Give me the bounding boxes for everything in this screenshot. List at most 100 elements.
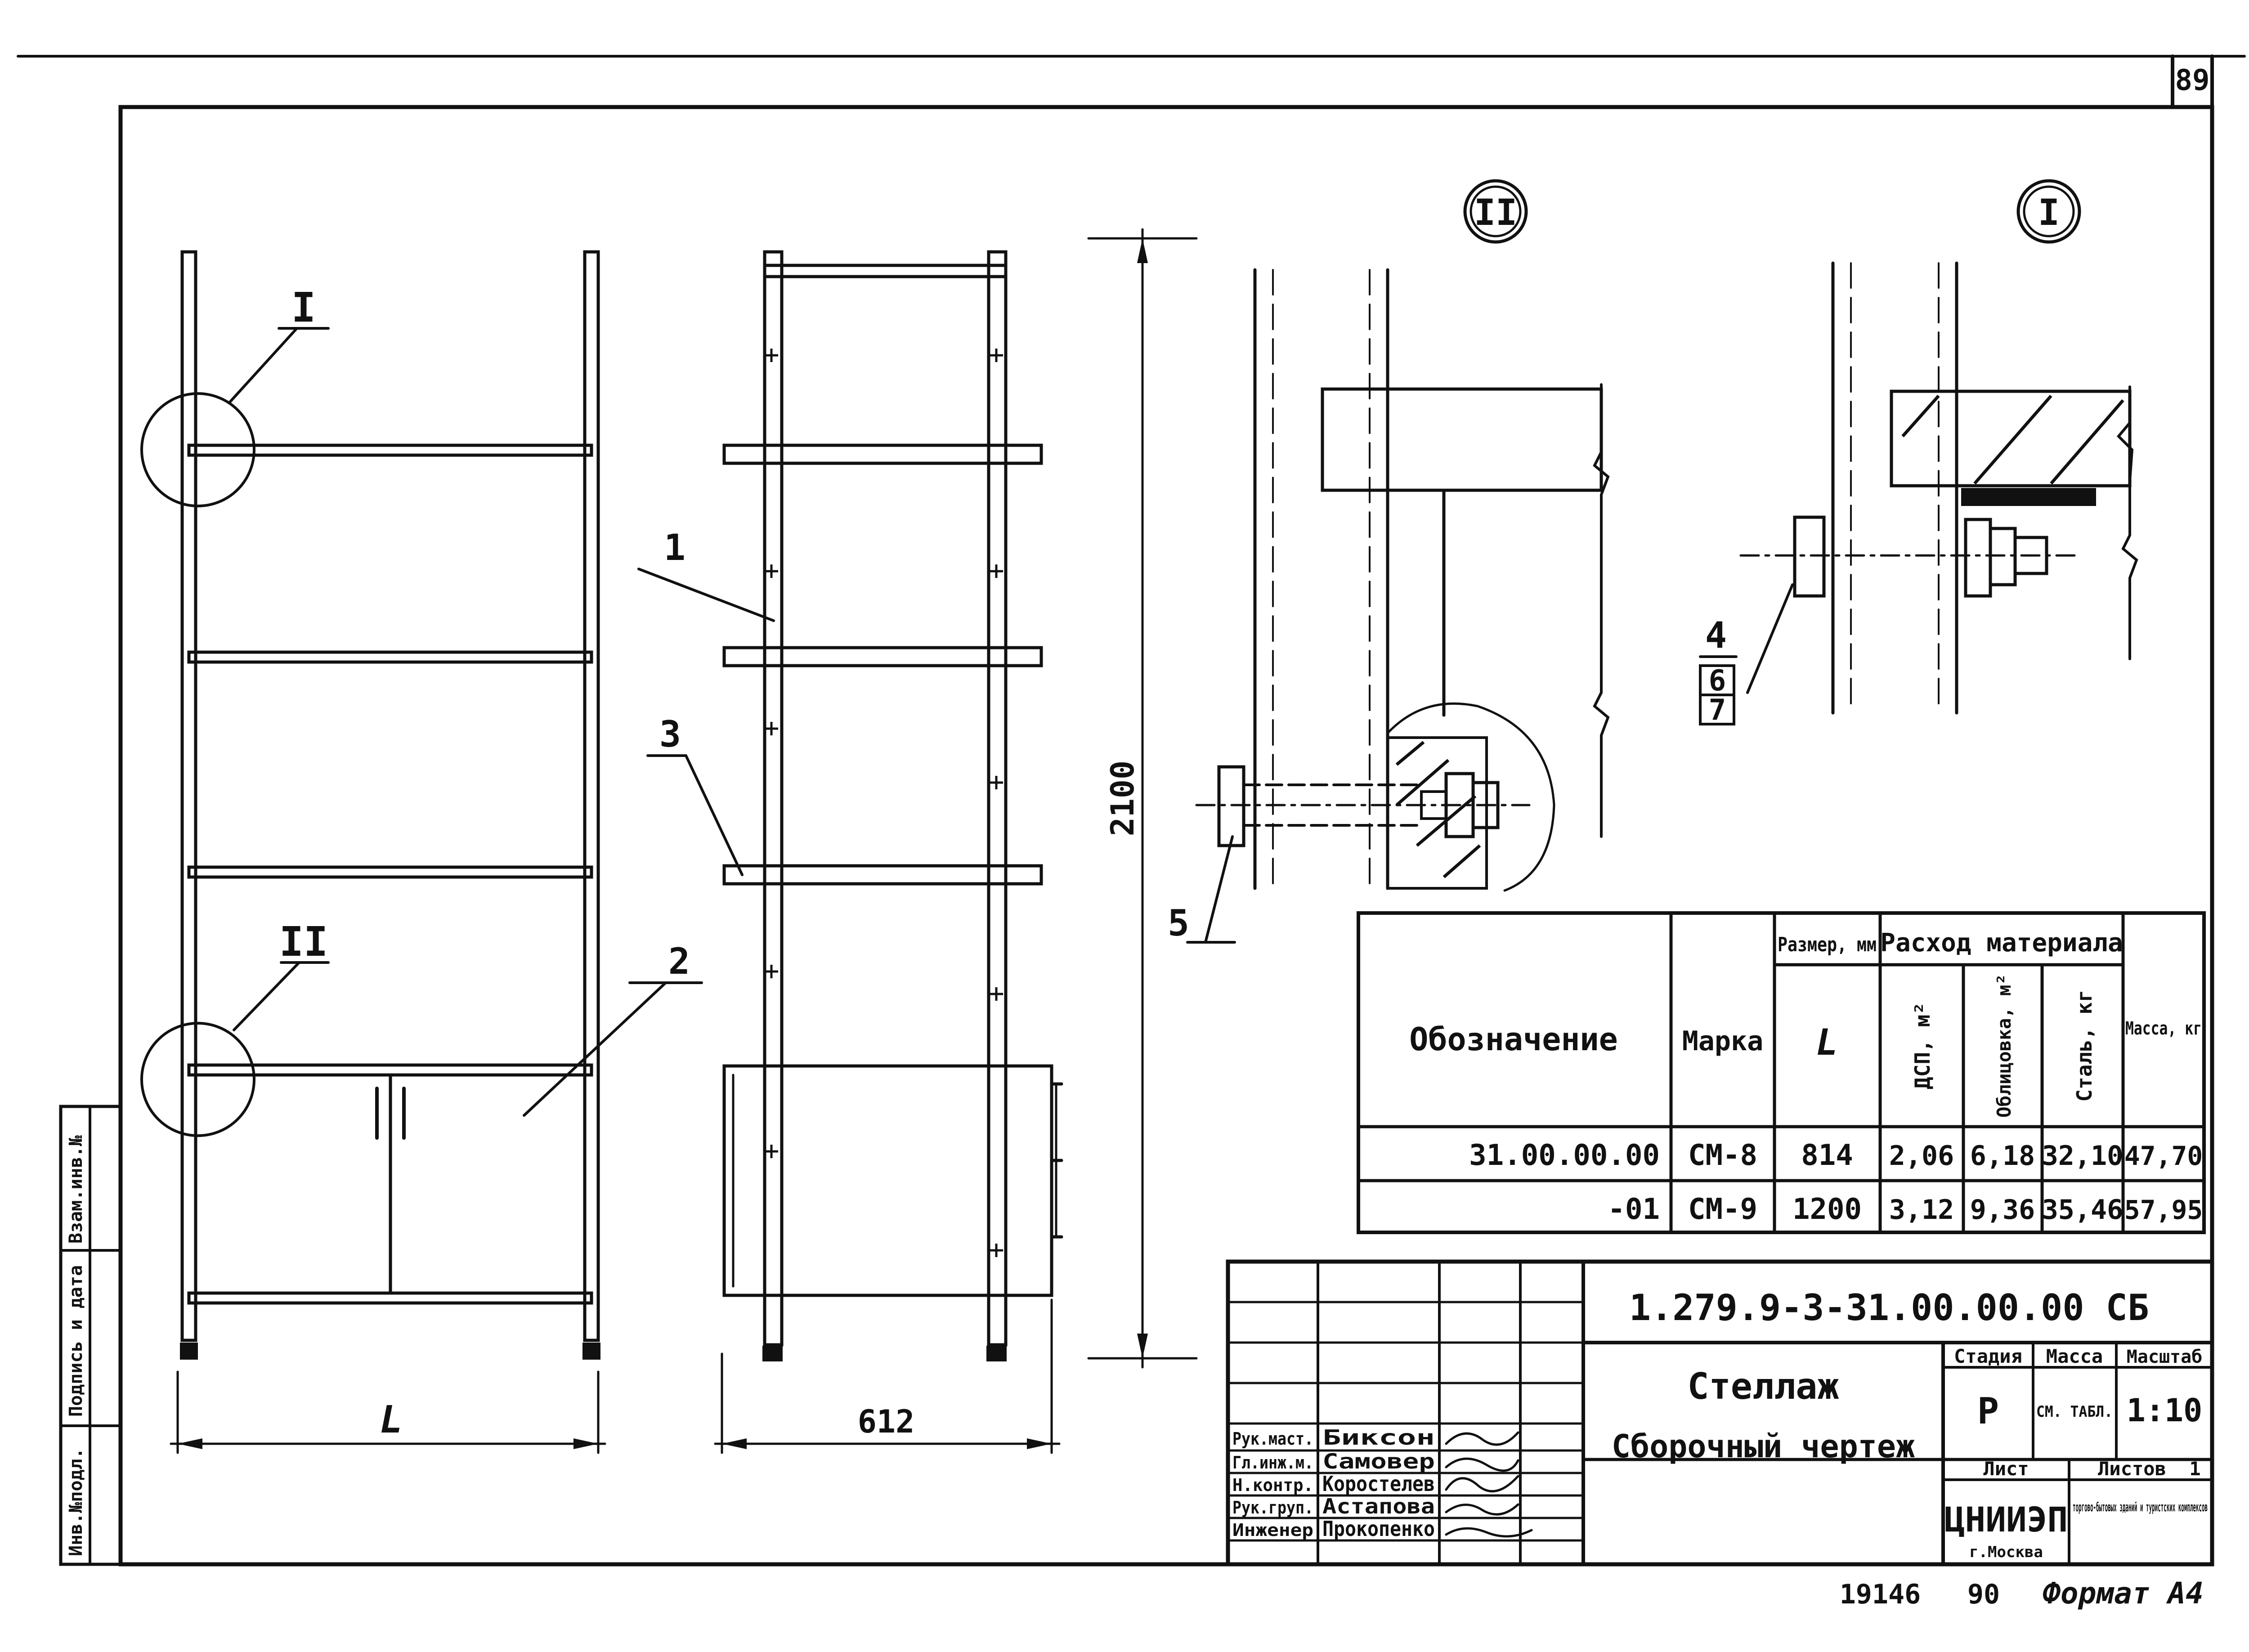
svg-text:Астапова: Астапова [1322, 1494, 1435, 1518]
callout-II-label: II [279, 918, 328, 966]
svg-text:Гл.инж.м.: Гл.инж.м. [1232, 1453, 1313, 1473]
svg-text:Рук.груп.: Рук.груп. [1232, 1498, 1313, 1518]
signature-row: Гл.инж.м. Самовер [1232, 1449, 1519, 1473]
stage-label: Стадия [1954, 1345, 2022, 1367]
copy-number: 19146 [1840, 1579, 1921, 1610]
pos-1-label: 1 [664, 527, 685, 569]
hdr-consumption: Расход материала [1880, 928, 2123, 958]
stamp-inv-orig: Инв.№подл. [66, 1448, 86, 1556]
pos-5-label: 5 [1168, 902, 1189, 944]
svg-text:Биксон: Биксон [1322, 1425, 1435, 1450]
detail-I: I 4 6 7 [1699, 179, 2138, 727]
svg-text:31.00.00.00: 31.00.00.00 [1469, 1139, 1660, 1172]
hdr-mass: Масса, кг [2125, 1018, 2202, 1039]
left-post [180, 250, 197, 1342]
svg-text:Коростелев: Коростелев [1322, 1472, 1435, 1496]
svg-text:1200: 1200 [1792, 1193, 1862, 1226]
pos-2-label: 2 [668, 940, 690, 982]
signature-row: Н.контр. Коростелев [1232, 1472, 1519, 1496]
svg-text:3,12: 3,12 [1889, 1194, 1954, 1226]
sheet-format: Формат А4 [2043, 1576, 2204, 1611]
title-block: 1.279.9-3-31.00.00.00 СБ Стеллаж Сборочн… [1226, 1259, 2214, 1567]
foot [180, 1343, 198, 1360]
hdr-size-sub: L [1816, 1021, 1838, 1063]
signature-row: Рук.груп. Астапова [1232, 1494, 1519, 1518]
base-cabinet [722, 1064, 1053, 1297]
side-post-front [763, 250, 784, 1347]
table-row: -01 СМ-9 1200 3,12 9,36 35,46 57,95 [1608, 1193, 2203, 1226]
svg-text:35,46: 35,46 [2042, 1194, 2124, 1226]
shelf [187, 650, 593, 664]
pos-3-label: 3 [659, 713, 681, 755]
svg-text:СМ-9: СМ-9 [1688, 1193, 1757, 1226]
hdr-facing: Облицовка, м² [1993, 974, 2015, 1118]
svg-text:2,06: 2,06 [1889, 1140, 1954, 1172]
right-post [583, 250, 600, 1342]
side-view: 1 3 612 2100 [637, 228, 1198, 1454]
dim-612: 612 [858, 1403, 914, 1440]
svg-text:СМ-8: СМ-8 [1688, 1139, 1757, 1172]
mass-value: СМ. ТАБЛ. [2036, 1403, 2113, 1421]
hdr-size: Размер, мм [1778, 933, 1877, 956]
org-dept: торгово-бытовых зданий и туристских комп… [2073, 1500, 2208, 1514]
table-row: 31.00.00.00 СМ-8 814 2,06 6,18 32,10 47,… [1469, 1139, 2203, 1172]
side-stamp: Инв.№подл. Подпись и дата Взам.инв.№ [59, 1105, 122, 1566]
spec-table: Обозначение Марка Размер, мм L Расход ма… [1357, 911, 2206, 1234]
hdr-mark: Марка [1682, 1025, 1764, 1057]
shelf-bracket [722, 443, 1043, 465]
shelf [187, 443, 593, 457]
pos-7-label: 7 [1709, 694, 1726, 727]
svg-text:Прокопенко: Прокопенко [1322, 1517, 1435, 1541]
scale-label: Масштаб [2127, 1347, 2203, 1367]
svg-text:9,36: 9,36 [1970, 1194, 2035, 1226]
scale-value: 1:10 [2127, 1392, 2203, 1429]
svg-text:Н.контр.: Н.контр. [1232, 1475, 1313, 1495]
pos-6-label: 6 [1709, 664, 1726, 698]
drawing-name-2: Сборочный чертеж [1612, 1428, 1915, 1465]
svg-text:-01: -01 [1608, 1193, 1660, 1226]
dim-L: L [380, 1397, 403, 1442]
svg-text:47,70: 47,70 [2124, 1141, 2203, 1171]
shelf-bracket [722, 864, 1043, 886]
svg-text:32,10: 32,10 [2042, 1140, 2124, 1172]
org-city: г.Москва [1969, 1543, 2043, 1561]
signature-row: Инженер Прокопенко [1232, 1517, 1533, 1541]
callout-I-label: I [291, 284, 316, 331]
pos-4-label: 4 [1705, 614, 1727, 656]
svg-text:6,18: 6,18 [1970, 1140, 2035, 1172]
side-post-back [987, 250, 1008, 1347]
mass-label: Масса [2046, 1345, 2103, 1367]
sheets-label: Листов [2098, 1458, 2166, 1480]
stamp-inv-repl: Взам.инв.№ [66, 1135, 86, 1244]
hdr-steel: Сталь, кг [2072, 989, 2097, 1101]
detail-circle-I [140, 392, 255, 507]
shelf-bracket [722, 646, 1043, 667]
sheet-frame [118, 105, 2214, 1567]
svg-text:57,95: 57,95 [2124, 1195, 2203, 1225]
svg-text:Рук.маст.: Рук.маст. [1232, 1429, 1313, 1449]
hdr-designation: Обозначение [1409, 1021, 1618, 1058]
org-name: ЦНИИЭП [1944, 1500, 2068, 1540]
svg-text:Самовер: Самовер [1322, 1449, 1435, 1473]
stamp-sign-date: Подпись и дата [66, 1265, 86, 1417]
sheet-label: Лист [1983, 1458, 2029, 1480]
drawing-code: 1.279.9-3-31.00.00.00 СБ [1629, 1287, 2149, 1329]
foot [582, 1343, 600, 1360]
dim-2100: 2100 [1104, 761, 1141, 837]
signature-row: Рук.маст. Биксон [1232, 1425, 1519, 1450]
svg-text:Инженер: Инженер [1232, 1520, 1313, 1540]
shelf [187, 865, 593, 879]
detail-II-title: II [1474, 192, 1517, 233]
svg-text:814: 814 [1801, 1139, 1853, 1172]
detail-II: II 5 [1168, 179, 1610, 944]
sheet-number: 89 [2175, 64, 2209, 97]
drawing-name-1: Стеллаж [1687, 1365, 1839, 1407]
sheets-value: 1 [2189, 1458, 2200, 1480]
detail-I-title: I [2038, 192, 2060, 233]
front-view: I II 2 L [140, 250, 703, 1454]
detail-circle-II [140, 1022, 255, 1137]
steel-angle [1961, 488, 2096, 506]
footer-year: 90 [1967, 1579, 2000, 1610]
hdr-dsp: ДСП, м² [1910, 1002, 1935, 1089]
